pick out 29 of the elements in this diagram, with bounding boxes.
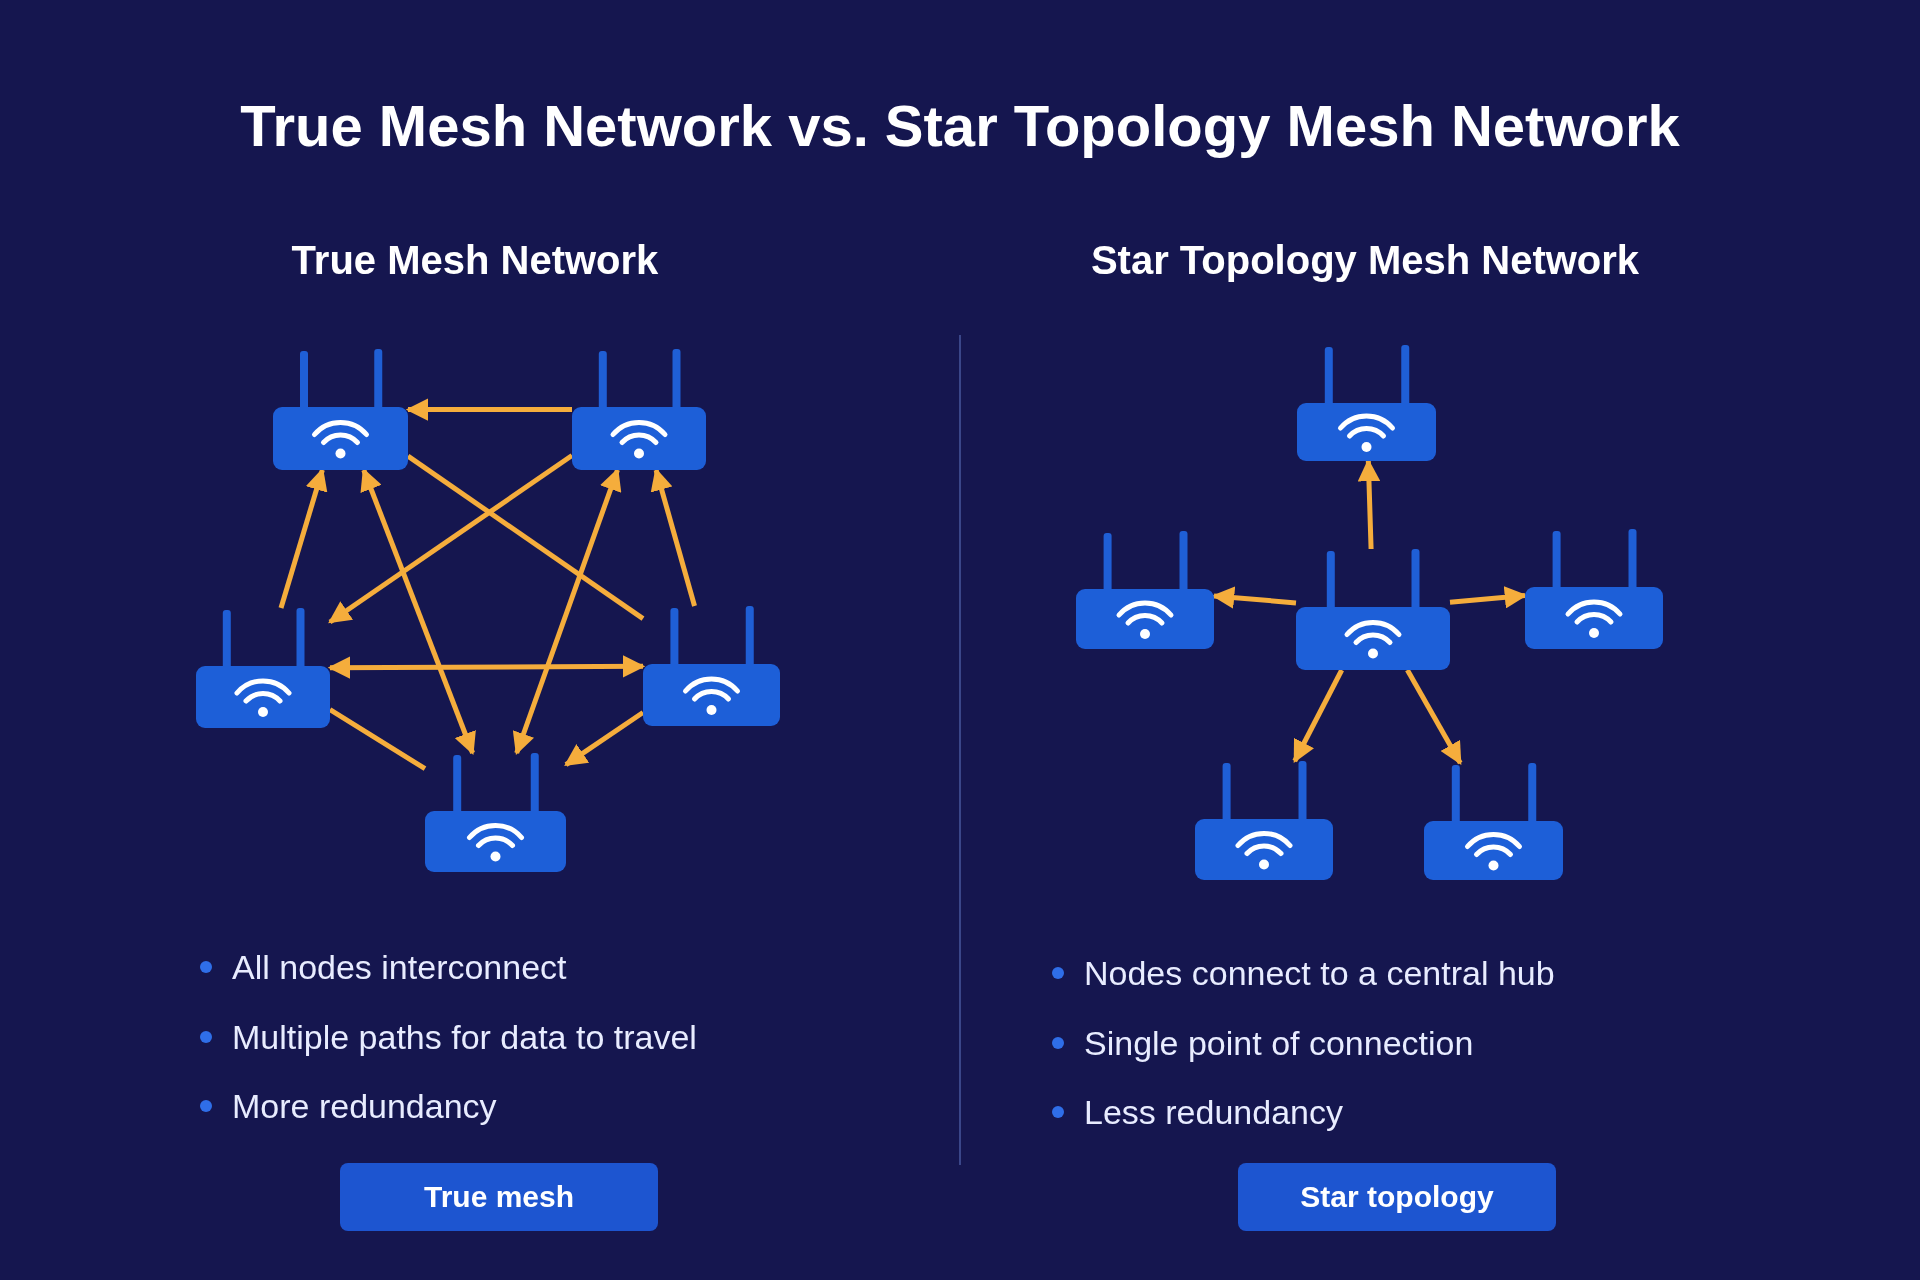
title: True Mesh Network vs. Star Topology Mesh Network <box>240 92 1680 160</box>
arrow <box>564 710 645 767</box>
arrow <box>1405 668 1463 765</box>
bullet-text: Less redundancy <box>1084 1092 1343 1133</box>
bullet-text: Nodes connect to a central hub <box>1084 953 1555 994</box>
router-icon <box>572 349 706 470</box>
bullet-text: Single point of connection <box>1084 1023 1474 1064</box>
arrow <box>1211 586 1297 609</box>
section-heading: True Mesh Network <box>291 237 659 284</box>
arrow <box>328 453 574 624</box>
topology-badge: Star topology <box>1238 1163 1556 1231</box>
router-icon <box>1296 549 1450 670</box>
bullet-text: Multiple paths for data to travel <box>232 1017 697 1058</box>
section-heading: Star Topology Mesh Network <box>1090 237 1640 284</box>
router-icon <box>425 753 566 872</box>
router-icon <box>1195 761 1333 880</box>
router-icon <box>1424 763 1563 880</box>
arrow <box>327 655 646 679</box>
arrow <box>1292 668 1344 763</box>
router-icon <box>1297 345 1436 461</box>
router-icon <box>643 606 780 726</box>
bullet-text: All nodes interconnect <box>232 947 567 988</box>
router-icon <box>273 349 408 470</box>
arrow <box>405 398 572 421</box>
bullet-text: More redundancy <box>232 1086 497 1127</box>
router-icon <box>1525 529 1663 649</box>
router-icon <box>1076 531 1214 649</box>
topology-badge: True mesh <box>340 1163 658 1231</box>
router-icon <box>196 608 330 728</box>
